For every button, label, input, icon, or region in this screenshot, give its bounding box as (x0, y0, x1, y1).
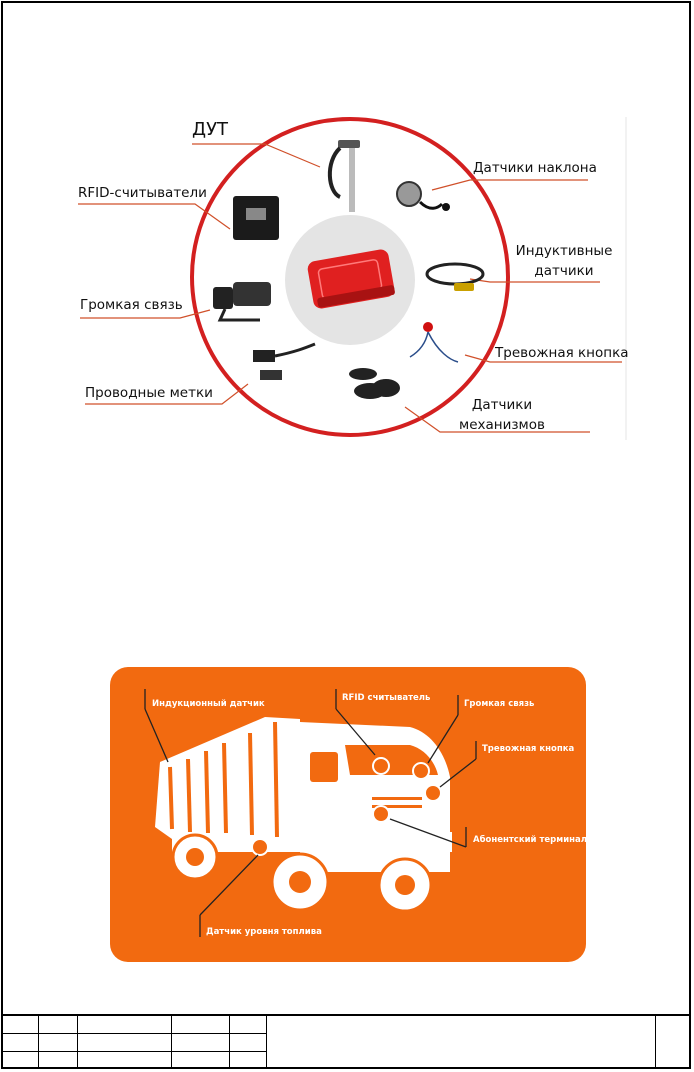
label-inductive-line2: датчики (534, 263, 594, 279)
wired-tag-image (253, 342, 316, 380)
label-inductive: Индуктивные датчики (514, 243, 614, 279)
stamp-divider (266, 1016, 267, 1069)
label-subscriber-terminal: Абонентский терминал (473, 835, 586, 845)
title-block (1, 1014, 691, 1069)
stamp-divider (229, 1016, 230, 1069)
label-mechanism: Датчики механизмов (452, 397, 552, 433)
rfid-reader-image (233, 196, 279, 240)
stamp-divider (38, 1016, 39, 1069)
label-loudspeaker: Громкая связь (464, 699, 535, 709)
label-alarm-button: Тревожная кнопка (495, 345, 629, 361)
truck-graphics (144, 689, 477, 937)
label-fuel-level-sensor: Датчик уровня топлива (206, 927, 322, 937)
label-dut: ДУТ (192, 119, 229, 140)
loudspeaker-image (213, 282, 271, 322)
sensor-ring-diagram: ДУТ RFID-считыватели Громкая связь Прово… (70, 112, 630, 442)
label-alarm-button: Тревожная кнопка (482, 744, 575, 754)
label-loudspeaker: Громкая связь (80, 297, 183, 313)
leader-lines (78, 143, 622, 433)
sensor-ring-graphics (78, 117, 627, 440)
label-tilt-sensors: Датчики наклона (473, 160, 597, 176)
label-induction-sensor: Индукционный датчик (152, 699, 265, 709)
wheels (171, 833, 433, 913)
truck-diagram: Индукционный датчик RFID считыватель Гро… (110, 667, 586, 962)
stamp-divider (77, 1016, 78, 1069)
tilt-sensor-image (396, 181, 450, 211)
label-mechanism-line2: механизмов (459, 417, 545, 433)
label-rfid-reader: RFID считыватель (342, 693, 431, 703)
alarm-button-image (409, 322, 459, 363)
stamp-row-line (1, 1051, 266, 1052)
label-rfid: RFID-считыватели (78, 185, 207, 201)
truck-leader-lines (144, 689, 477, 937)
central-terminal-device (307, 249, 395, 309)
stamp-row-line (1, 1033, 266, 1034)
mechanism-sensor-image (349, 368, 400, 399)
label-mechanism-line1: Датчики (471, 397, 533, 413)
sensor-markers (251, 757, 442, 856)
fuel-level-sensor-image (327, 140, 360, 212)
body-ribs (168, 721, 279, 838)
stamp-divider (171, 1016, 172, 1069)
label-wired-tags: Проводные метки (85, 385, 213, 401)
stamp-divider (655, 1016, 656, 1069)
inductive-sensor-image (425, 262, 485, 291)
label-inductive-line1: Индуктивные (515, 243, 613, 259)
